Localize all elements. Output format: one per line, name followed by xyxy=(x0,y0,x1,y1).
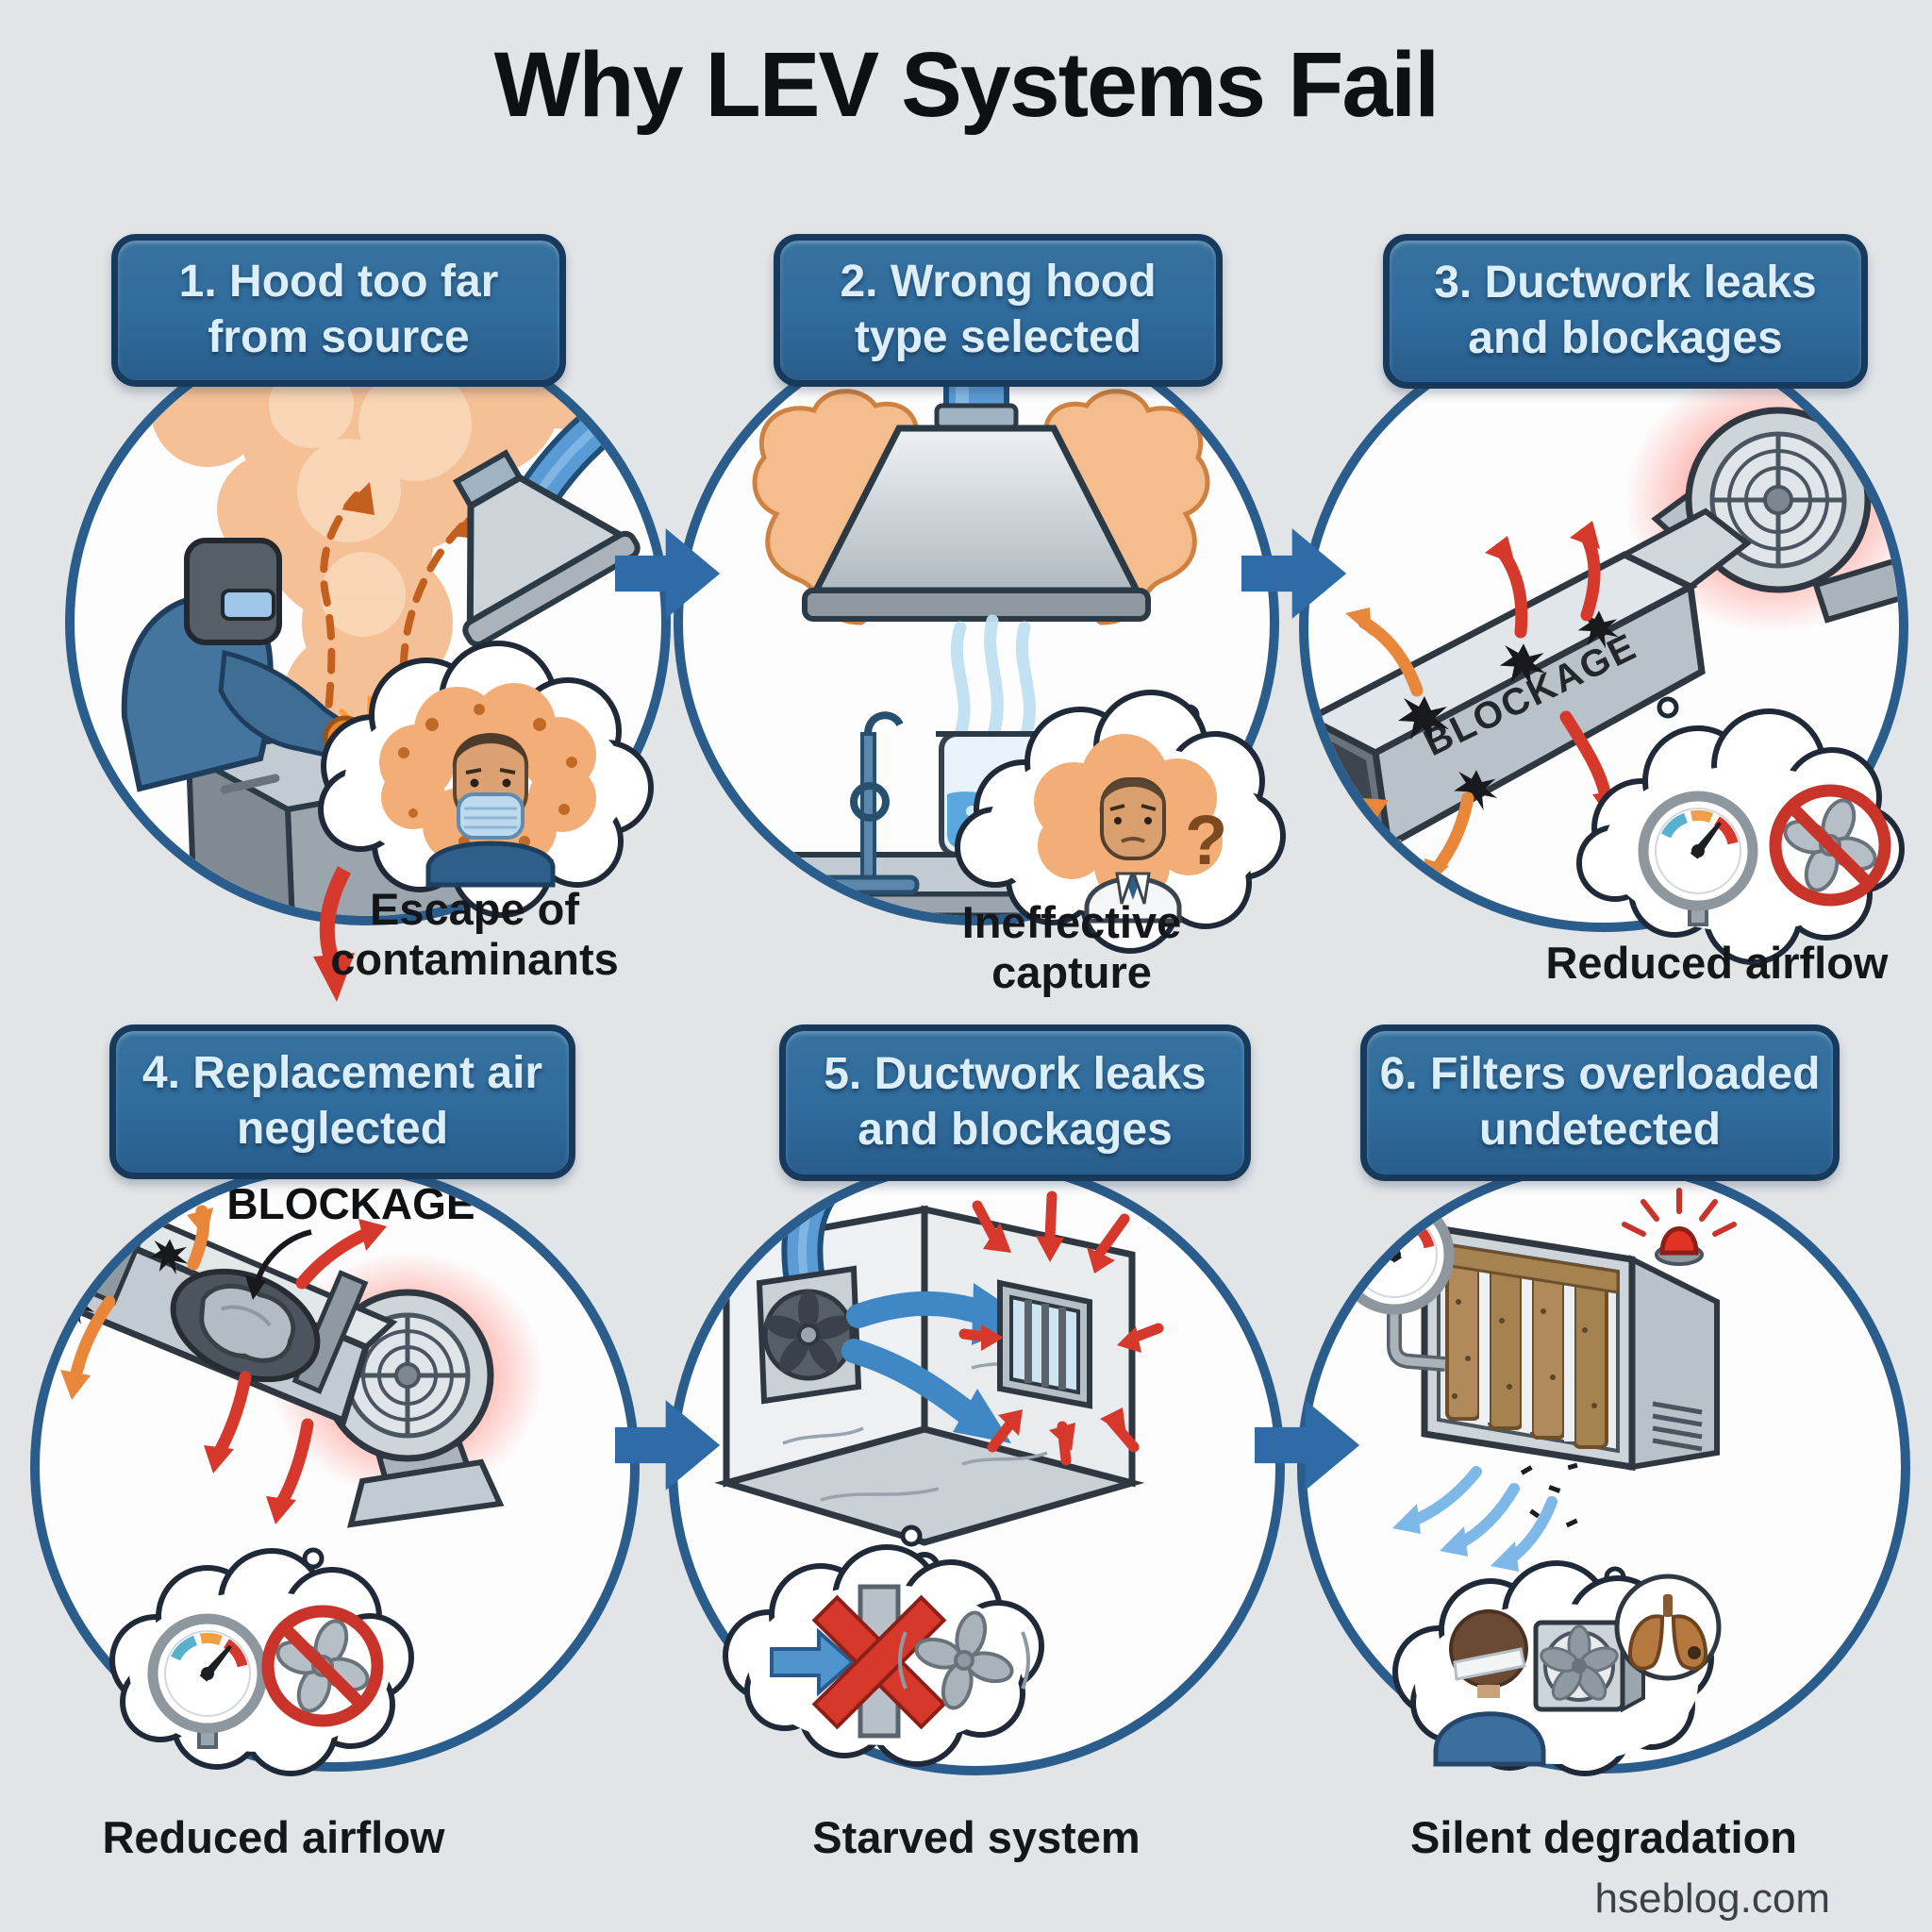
thought-bubble-trail xyxy=(1657,696,1679,719)
panel-6-caption-line1: Silent degradation xyxy=(1410,1812,1797,1862)
panel-5-illustration xyxy=(668,1158,1285,1775)
blocked-flow-arrow-icon xyxy=(770,1627,857,1697)
thought-bubble-exposed-worker xyxy=(318,641,654,918)
site-watermark: hseblog.com xyxy=(1594,1875,1830,1922)
capture-hood-icon xyxy=(452,449,641,648)
welder xyxy=(121,538,382,792)
panel-3-illustration: BLOCKAGE xyxy=(1299,323,1908,965)
masked-worker-icon xyxy=(425,733,556,888)
face-mask-icon xyxy=(457,792,525,840)
vent-slots xyxy=(1652,1401,1703,1452)
debris-specks xyxy=(1520,1462,1578,1528)
blockage-clog-icon xyxy=(170,1268,321,1383)
panel-6-title-line1: 6. Filters overloaded xyxy=(1379,1049,1821,1100)
escape-arrow-icon xyxy=(313,866,355,1002)
panel-4-title-line1: 4. Replacement air xyxy=(142,1048,543,1099)
blockage-pointer-arrow xyxy=(245,1229,312,1300)
panel-6-title-line2: undetected xyxy=(1478,1105,1722,1155)
no-airflow-icon xyxy=(1769,784,1891,907)
panel-5-caption: Starved system xyxy=(769,1812,1184,1863)
panel-3-header: 3. Ductwork leaks and blockages xyxy=(1383,234,1868,389)
panel-5-title-line1: 5. Ductwork leaks xyxy=(824,1049,1207,1100)
question-mark-icon: ? xyxy=(1185,801,1227,879)
struggling-fan-icon xyxy=(898,1610,1030,1710)
panel-2-illustration: ? xyxy=(674,320,1286,954)
panel-2-caption-line2: capture xyxy=(991,946,1152,997)
panel-4-title-line2: neglected xyxy=(236,1104,449,1154)
thought-bubble-reduced-airflow xyxy=(109,1548,414,1776)
panel-3-title-line2: and blockages xyxy=(1468,313,1783,363)
flow-arrow-1-2 xyxy=(615,528,721,619)
weak-airflow-arrowheads xyxy=(1392,1504,1519,1572)
panel-2-caption-line1: Ineffective xyxy=(961,897,1182,947)
fan-unit-icon xyxy=(1533,1619,1645,1713)
fume-arrowhead xyxy=(341,482,375,515)
no-airflow-icon xyxy=(261,1605,384,1727)
panel-2-title-line2: type selected xyxy=(854,312,1142,362)
mask-strap xyxy=(1453,1647,1526,1681)
panel-1-illustration xyxy=(65,320,671,1002)
panel-5-caption-line1: Starved system xyxy=(812,1812,1141,1862)
panel-4-caption-line1: Reduced airflow xyxy=(102,1812,445,1862)
fume-rise-arrows-icon xyxy=(320,491,468,843)
vapour-icon xyxy=(950,614,1036,744)
thought-bubble-confused-scientist: ? xyxy=(955,690,1286,954)
panel-5-header: 5. Ductwork leaks and blockages xyxy=(779,1024,1251,1181)
panel-1-caption-line2: contaminants xyxy=(330,933,619,984)
panel-6-header: 6. Filters overloaded undetected xyxy=(1360,1024,1840,1181)
panel-1-header: 1. Hood too far from source xyxy=(111,234,566,387)
pressure-gauge-icon xyxy=(1638,791,1758,926)
panel-3-caption-line1: Reduced airflow xyxy=(1545,938,1889,988)
page-title: Why LEV Systems Fail xyxy=(493,33,1440,136)
panel-2-title-line1: 2. Wrong hood xyxy=(840,257,1157,308)
panel-1-caption: Escape of contaminants xyxy=(267,884,682,984)
leak-arrows-icon xyxy=(60,1205,387,1524)
panel-2-caption: Ineffective capture xyxy=(864,897,1279,997)
lungs-inset-icon xyxy=(1614,1574,1722,1681)
flow-arrow-5-6 xyxy=(1255,1400,1360,1491)
flow-arrow-4-5 xyxy=(615,1400,721,1491)
thought-bubble-trail xyxy=(302,1547,325,1570)
panel-2-header: 2. Wrong hood type selected xyxy=(774,234,1223,387)
worker-back-view-icon xyxy=(1433,1609,1546,1767)
alarm-beacon-icon xyxy=(1622,1188,1737,1266)
thought-bubble-starved-system xyxy=(723,1544,1044,1767)
panel-1-caption-line1: Escape of xyxy=(369,884,580,934)
thought-bubble-reduced-airflow xyxy=(1576,708,1905,965)
panel-3-title-line1: 3. Ductwork leaks xyxy=(1434,258,1817,308)
panel-6-illustration xyxy=(1297,1160,1910,1776)
canopy-hood-icon xyxy=(802,329,1151,622)
filter-housing xyxy=(1421,1222,1720,1472)
panel-3-caption: Reduced airflow xyxy=(1509,938,1924,989)
wall-fan-icon xyxy=(756,1265,862,1405)
panel-1-title-line2: from source xyxy=(208,312,470,362)
panel-4-caption: Reduced airflow xyxy=(66,1812,481,1863)
panel-6-caption: Silent degradation xyxy=(1396,1812,1811,1863)
flow-arrow-2-3 xyxy=(1241,528,1347,619)
air-inlet-grille-icon xyxy=(997,1279,1092,1409)
panel-4-illustration: BLOCKAGE xyxy=(30,1162,640,1776)
gauge-pipe xyxy=(1387,1311,1446,1372)
thought-bubble-trail xyxy=(900,1524,923,1547)
thought-bubble-silent-degradation xyxy=(1392,1560,1722,1776)
panel-4-header: 4. Replacement air neglected xyxy=(109,1024,575,1179)
infiltration-arrows-icon xyxy=(958,1191,1164,1466)
confused-scientist-icon: ? xyxy=(1084,777,1227,924)
pressure-gauge-icon xyxy=(147,1613,268,1749)
panel-5-title-line2: and blockages xyxy=(858,1105,1173,1155)
helmet-visor xyxy=(221,589,275,621)
panel-1-title-line1: 1. Hood too far xyxy=(178,257,499,308)
blocked-cross-icon xyxy=(811,1594,947,1730)
dirty-filters-icon xyxy=(1437,1241,1620,1449)
